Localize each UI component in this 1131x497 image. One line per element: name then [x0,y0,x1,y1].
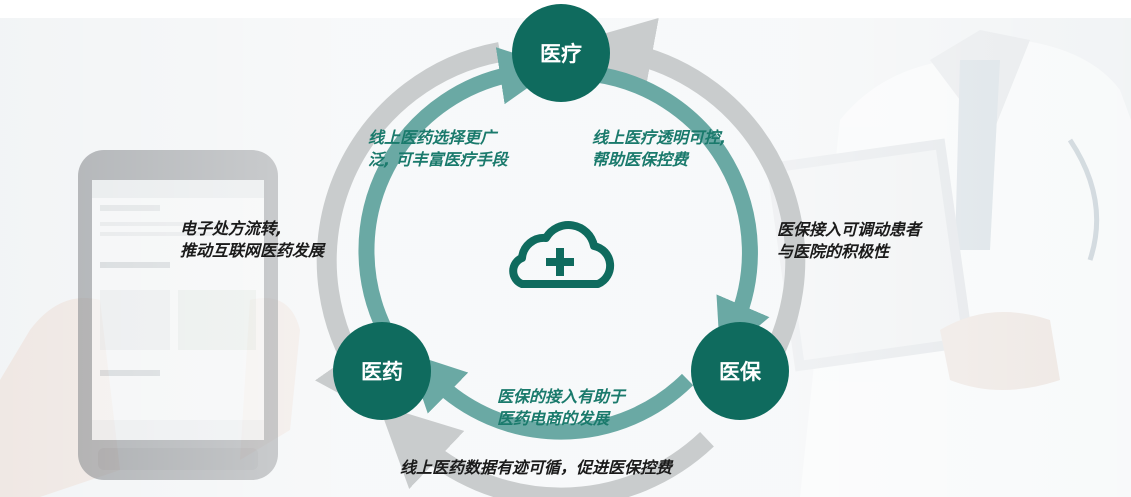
label-bottom: 线上医药数据有迹可循，促进医保控费 [400,458,673,477]
cloud-plus-icon [509,221,615,288]
label-left: 电子处方流转,推动互联网医药发展 [180,219,325,260]
node-medical: 医疗 [512,4,610,102]
outer-arrow-left [315,42,502,423]
node-pharma: 医药 [333,322,431,420]
outer-arrow-bottom [378,404,714,497]
inner-arrow-bottom [407,352,694,440]
inner-arrow-left [358,47,558,335]
inner-arrow-top-right [592,66,770,359]
outer-arrow-right [572,17,806,388]
label-bottom-inner: 医保的接入有助于医药电商的发展 [497,387,626,428]
node-insurance: 医保 [691,322,789,420]
label-top-left: 线上医药选择更广泛, 可丰富医疗手段 [368,128,508,169]
label-top-right: 线上医疗透明可控,帮助医保控费 [592,128,727,169]
label-right: 医保接入可调动患者与医院的积极性 [777,220,922,261]
